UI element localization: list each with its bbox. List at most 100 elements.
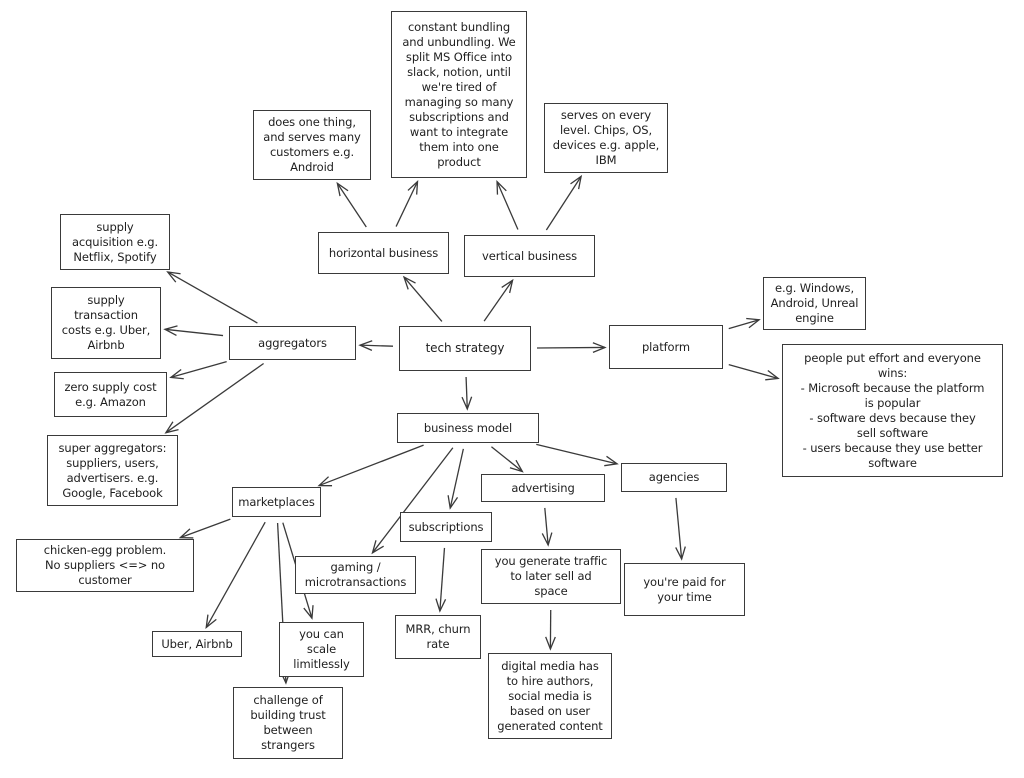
- node-mrr[interactable]: MRR, churn rate: [395, 615, 481, 659]
- connector-line: [395, 181, 419, 227]
- node-marketplaces[interactable]: marketplaces: [232, 487, 321, 517]
- connector-line: [536, 346, 606, 349]
- connector-tech-strategy-to-business-model: [461, 376, 473, 411]
- node-gaming[interactable]: gaming / microtransactions: [295, 556, 416, 594]
- node-supply-acquisition[interactable]: supply acquisition e.g. Netflix, Spotify: [60, 214, 170, 270]
- connector-horizontal-business-to-horizontal-note: [336, 181, 367, 228]
- arrowhead-icon: [163, 325, 178, 336]
- connector-line: [536, 443, 618, 465]
- arrowhead-icon: [303, 605, 314, 620]
- connector-line: [170, 361, 227, 379]
- connector-line: [728, 319, 760, 330]
- arrowhead-icon: [541, 532, 553, 547]
- connector-aggregators-to-zero-supply: [169, 361, 227, 380]
- arrowhead-icon: [358, 340, 373, 351]
- connector-line: [318, 444, 424, 487]
- node-vertical-note[interactable]: serves on every level. Chips, OS, device…: [544, 103, 668, 173]
- arrowhead-icon: [545, 636, 556, 651]
- node-horizontal-business[interactable]: horizontal business: [318, 232, 449, 274]
- connector-aggregators-to-supply-acquisition: [166, 271, 258, 324]
- connector-line: [728, 363, 779, 380]
- node-subscriptions[interactable]: subscriptions: [400, 512, 492, 542]
- node-platform-examples[interactable]: e.g. Windows, Android, Unreal engine: [763, 277, 866, 330]
- connector-aggregators-to-supply-transaction: [163, 325, 224, 337]
- connector-line: [165, 362, 264, 434]
- node-traffic[interactable]: you generate traffic to later sell ad sp…: [481, 549, 621, 604]
- arrowhead-icon: [317, 476, 333, 487]
- node-aggregators[interactable]: aggregators: [229, 326, 356, 360]
- node-trust[interactable]: challenge of building trust between stra…: [233, 687, 343, 759]
- node-super-aggregators[interactable]: super aggregators: suppliers, users, adv…: [47, 435, 178, 506]
- arrowhead-icon: [509, 459, 524, 473]
- connector-line: [496, 181, 519, 230]
- connector-tech-strategy-to-platform: [536, 342, 607, 353]
- connector-line: [164, 328, 224, 337]
- arrowhead-icon: [675, 546, 686, 561]
- arrowhead-icon: [570, 174, 583, 190]
- arrowhead-icon: [746, 317, 761, 329]
- connector-advertising-to-traffic: [541, 507, 553, 547]
- node-agencies[interactable]: agencies: [621, 463, 727, 492]
- connector-line: [403, 276, 443, 322]
- arrowhead-icon: [765, 370, 780, 381]
- connector-line: [336, 182, 367, 228]
- arrowhead-icon: [496, 180, 507, 195]
- connector-line: [491, 446, 523, 473]
- arrowhead-icon: [402, 275, 416, 290]
- connector-line: [544, 507, 549, 546]
- connector-business-model-to-agencies: [536, 443, 619, 467]
- arrowhead-icon: [164, 421, 179, 434]
- connector-vertical-business-to-bundling-note: [496, 180, 519, 230]
- connector-horizontal-business-to-bundling-note: [395, 180, 419, 227]
- node-platform[interactable]: platform: [609, 325, 723, 369]
- connector-line: [449, 448, 464, 509]
- arrowhead-icon: [371, 540, 384, 555]
- connector-tech-strategy-to-aggregators: [358, 340, 394, 351]
- arrowhead-icon: [592, 342, 607, 353]
- node-chicken-egg[interactable]: chicken-egg problem. No suppliers <=> no…: [16, 539, 194, 592]
- connector-platform-to-platform-examples: [728, 317, 761, 330]
- node-paid-time[interactable]: you're paid for your time: [624, 563, 745, 616]
- node-advertising[interactable]: advertising: [481, 474, 605, 502]
- connector-line: [359, 344, 394, 347]
- connector-business-model-to-subscriptions: [447, 448, 464, 510]
- connector-tech-strategy-to-horizontal-business: [402, 275, 443, 322]
- connector-business-model-to-marketplaces: [317, 444, 424, 487]
- node-zero-supply[interactable]: zero supply cost e.g. Amazon: [54, 372, 167, 417]
- node-tech-strategy[interactable]: tech strategy: [399, 326, 531, 371]
- arrowhead-icon: [166, 271, 181, 283]
- connector-subscriptions-to-mrr: [435, 547, 447, 613]
- connector-line: [545, 176, 582, 231]
- arrowhead-icon: [205, 614, 217, 630]
- connector-line: [180, 518, 231, 539]
- arrowhead-icon: [336, 181, 349, 197]
- connector-line: [439, 547, 446, 612]
- arrowhead-icon: [407, 180, 419, 195]
- node-bundling-note[interactable]: constant bundling and unbundling. We spl…: [391, 11, 527, 178]
- connector-agencies-to-paid-time: [675, 497, 686, 561]
- connector-line: [675, 497, 683, 560]
- arrowhead-icon: [178, 528, 194, 539]
- node-horizontal-note[interactable]: does one thing, and serves many customer…: [253, 110, 371, 180]
- node-business-model[interactable]: business model: [397, 413, 539, 443]
- connector-vertical-business-to-vertical-note: [545, 174, 583, 231]
- connector-platform-to-platform-wins: [728, 363, 780, 381]
- node-platform-wins[interactable]: people put effort and everyone wins: - M…: [782, 344, 1003, 477]
- node-supply-transaction[interactable]: supply transaction costs e.g. Uber, Airb…: [51, 287, 161, 359]
- node-media[interactable]: digital media has to hire authors, socia…: [488, 653, 612, 739]
- connector-marketplaces-to-chicken-egg: [178, 518, 231, 539]
- node-scale[interactable]: you can scale limitlessly: [279, 622, 364, 677]
- connector-tech-strategy-to-vertical-business: [483, 278, 514, 322]
- connector-aggregators-to-super-aggregators: [164, 362, 264, 434]
- arrowhead-icon: [447, 495, 459, 510]
- connector-line: [167, 271, 258, 324]
- connector-line: [483, 279, 514, 322]
- connector-traffic-to-media: [545, 609, 556, 651]
- connector-line: [205, 521, 266, 628]
- node-uber-airbnb[interactable]: Uber, Airbnb: [152, 631, 242, 657]
- arrowhead-icon: [461, 396, 473, 411]
- arrowhead-icon: [604, 455, 619, 467]
- arrowhead-icon: [435, 598, 447, 613]
- node-vertical-business[interactable]: vertical business: [464, 235, 595, 277]
- arrowhead-icon: [501, 278, 514, 294]
